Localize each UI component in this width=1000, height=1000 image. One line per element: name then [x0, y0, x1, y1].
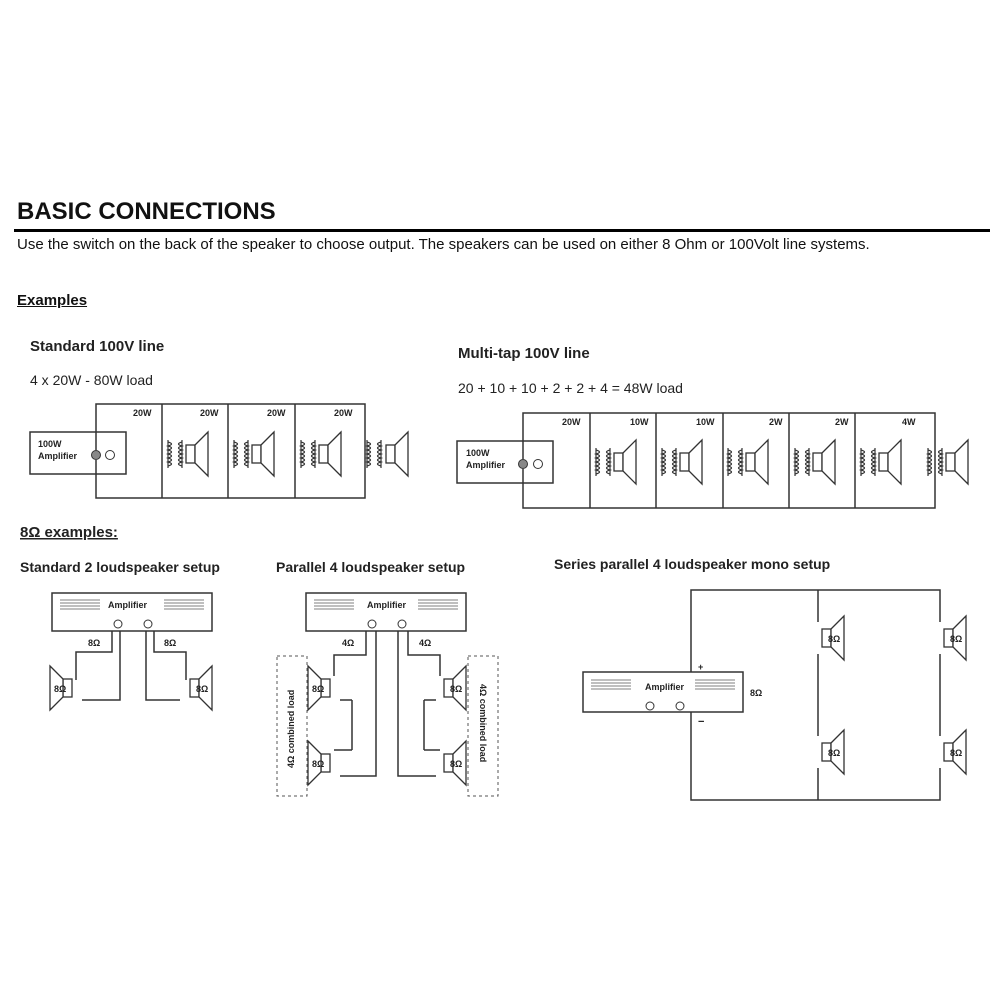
combined-load-label: 4Ω combined load: [286, 690, 296, 768]
line-impedance-label: 4Ω: [419, 638, 431, 648]
amp-output-terminal: [143, 619, 153, 629]
amp-output-terminal: [397, 619, 407, 629]
series-parallel-heading: Series parallel 4 loudspeaker mono setup: [554, 556, 830, 572]
speaker-icon: [613, 439, 637, 485]
two-speaker-setup-diagram: Standard 2 loudspeaker setup Amplifier 8…: [20, 559, 220, 711]
combined-load-label: 4Ω combined load: [478, 684, 488, 762]
series-parallel-setup-diagram: Series parallel 4 loudspeaker mono setup…: [554, 556, 967, 801]
examples-heading: Examples: [17, 292, 88, 309]
speaker-icon: [385, 431, 409, 477]
page-title: BASIC CONNECTIONS: [17, 198, 276, 225]
speaker-impedance-label: 8Ω: [450, 759, 462, 769]
title-rule: [14, 229, 990, 232]
transformer-coil: [860, 447, 876, 477]
parallel-heading: Parallel 4 loudspeaker setup: [276, 559, 465, 575]
transformer-coil: [595, 447, 611, 477]
amplifier-box: [582, 671, 744, 713]
amplifier-label: Amplifier: [108, 600, 148, 610]
speaker-icon: [878, 439, 902, 485]
transformer-coil: [366, 439, 382, 469]
multitap-100v-diagram: Multi-tap 100V line 20 + 10 + 10 + 2 + 2…: [456, 345, 969, 509]
amp-output-terminal: [675, 701, 685, 711]
intro-text: Use the switch on the back of the speake…: [17, 236, 870, 253]
tap-label: 4W: [902, 417, 916, 427]
ohm-examples-heading: 8Ω examples:: [20, 524, 118, 541]
speaker-icon: [318, 431, 342, 477]
positive-marker: +: [698, 662, 703, 672]
speaker-icon: [251, 431, 275, 477]
amp-output-terminal: [645, 701, 655, 711]
speaker-impedance-label: 8Ω: [828, 748, 840, 758]
transformer-coil: [233, 439, 249, 469]
parallel-setup-diagram: Parallel 4 loudspeaker setup Amplifier 4…: [276, 559, 499, 797]
tap-label: 20W: [562, 417, 581, 427]
amp-terminal-positive: [91, 450, 101, 460]
multitap-100v-heading: Multi-tap 100V line: [458, 345, 590, 362]
tap-label: 20W: [133, 408, 152, 418]
amp-output-terminal: [113, 619, 123, 629]
speaker-icon: [812, 439, 836, 485]
tap-label: 20W: [334, 408, 353, 418]
amplifier-power-label: 100W: [466, 448, 490, 458]
speaker-impedance-label: 8Ω: [312, 759, 324, 769]
combined-load-frame: [467, 655, 499, 797]
amplifier-label: Amplifier: [645, 682, 685, 692]
speaker-icon: [945, 439, 969, 485]
speaker-impedance-label: 8Ω: [950, 748, 962, 758]
line-impedance-label: 4Ω: [342, 638, 354, 648]
transformer-coil: [167, 439, 183, 469]
amplifier-power-label: 100W: [38, 439, 62, 449]
standard-100v-load: 4 x 20W - 80W load: [30, 372, 153, 388]
speaker-impedance-label: 8Ω: [828, 634, 840, 644]
speaker-icon: [679, 439, 703, 485]
multitap-100v-load: 20 + 10 + 10 + 2 + 2 + 4 = 48W load: [458, 380, 683, 396]
speaker-icon: [745, 439, 769, 485]
amplifier-label: Amplifier: [367, 600, 407, 610]
amp-output-terminal: [367, 619, 377, 629]
tap-label: 10W: [696, 417, 715, 427]
speaker-impedance-label: 8Ω: [54, 684, 66, 694]
tap-label: 2W: [769, 417, 783, 427]
negative-marker: −: [698, 716, 704, 728]
line-impedance-label: 8Ω: [88, 638, 100, 648]
two-speaker-heading: Standard 2 loudspeaker setup: [20, 559, 220, 575]
amp-terminal-positive: [518, 459, 528, 469]
amp-terminal-negative: [105, 450, 115, 460]
speaker-impedance-label: 8Ω: [950, 634, 962, 644]
speaker-impedance-label: 8Ω: [196, 684, 208, 694]
speaker-impedance-label: 8Ω: [312, 684, 324, 694]
transformer-coil: [661, 447, 677, 477]
amplifier-box: [51, 592, 213, 632]
tap-label: 20W: [200, 408, 219, 418]
combined-load-frame: [276, 655, 308, 797]
speaker-icon: [185, 431, 209, 477]
line-impedance-label: 8Ω: [164, 638, 176, 648]
amplifier-box: [305, 592, 467, 632]
standard-100v-diagram: Standard 100V line 4 x 20W - 80W load 10…: [29, 338, 409, 499]
amplifier-label: Amplifier: [38, 451, 78, 461]
transformer-coil: [300, 439, 316, 469]
transformer-coil: [794, 447, 810, 477]
tap-label: 2W: [835, 417, 849, 427]
tap-label: 10W: [630, 417, 649, 427]
speaker-impedance-label: 8Ω: [450, 684, 462, 694]
amplifier-label: Amplifier: [466, 460, 506, 470]
tap-label: 20W: [267, 408, 286, 418]
transformer-coil: [727, 447, 743, 477]
amp-terminal-negative: [533, 459, 543, 469]
output-impedance-label: 8Ω: [750, 688, 762, 698]
standard-100v-heading: Standard 100V line: [30, 338, 164, 355]
